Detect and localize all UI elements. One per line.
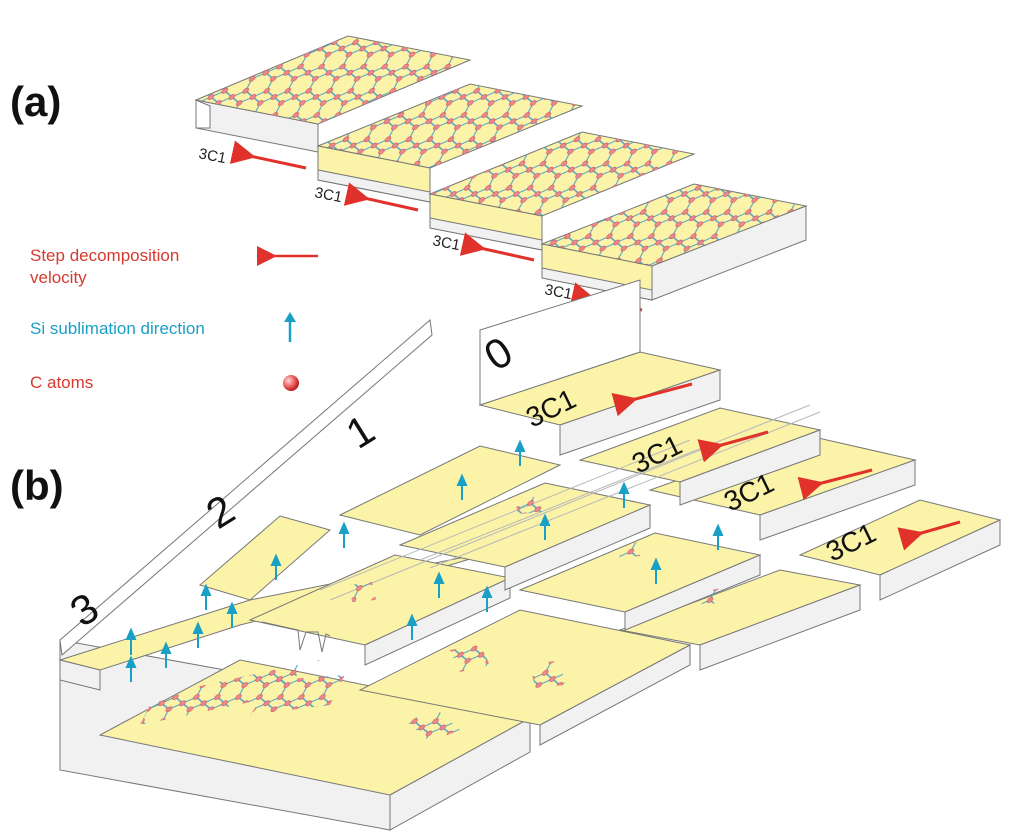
panel-a-step-label-4: 3C1 xyxy=(543,281,573,303)
legend-carbon-atom-icon xyxy=(283,375,299,391)
panel-a-step-label-3: 3C1 xyxy=(431,232,461,254)
panel-b-velocity-arrow-3 xyxy=(797,468,873,501)
panel-b-terrace-1 xyxy=(198,515,332,601)
panel-a-step-label-2: 3C1 xyxy=(313,184,343,206)
panel-b-velocity-arrow-1 xyxy=(611,382,693,417)
panel-a-step-4 xyxy=(540,183,808,301)
panel-a-step-1 xyxy=(194,35,472,153)
legend-step-line2: velocity xyxy=(30,268,87,287)
panel-a-staircase: 3C1 3C1 3C1 3C1 xyxy=(194,35,808,312)
panel-b-terrace-number-1: 1 xyxy=(338,405,383,457)
panel-b-label: (b) xyxy=(10,462,64,509)
panel-b-velocity-arrow-4 xyxy=(897,520,961,551)
panel-b-si-arrows xyxy=(125,439,724,682)
panel-b-staircase: 3 2 1 0 3C1 3C1 3C1 3C1 xyxy=(58,279,1002,831)
panel-a-velocity-arrow-3 xyxy=(459,232,535,262)
legend-cyan-arrow-icon xyxy=(284,312,296,342)
legend-step-velocity-text: Step decomposition velocity xyxy=(30,245,179,289)
legend-si-text: Si sublimation direction xyxy=(30,319,205,338)
panel-a-step-label-1: 3C1 xyxy=(197,145,227,167)
legend-step-line1: Step decomposition xyxy=(30,246,180,265)
panel-a-velocity-arrow-1 xyxy=(229,140,307,170)
panel-a-velocity-arrow-2 xyxy=(343,182,419,212)
legend-c-atoms-text: C atoms xyxy=(30,373,94,392)
panel-b-velocity-arrow-2 xyxy=(697,430,769,463)
panel-a-step-3 xyxy=(428,131,696,251)
panel-a-label: (a) xyxy=(10,78,62,125)
panel-a-step-2 xyxy=(316,83,584,203)
